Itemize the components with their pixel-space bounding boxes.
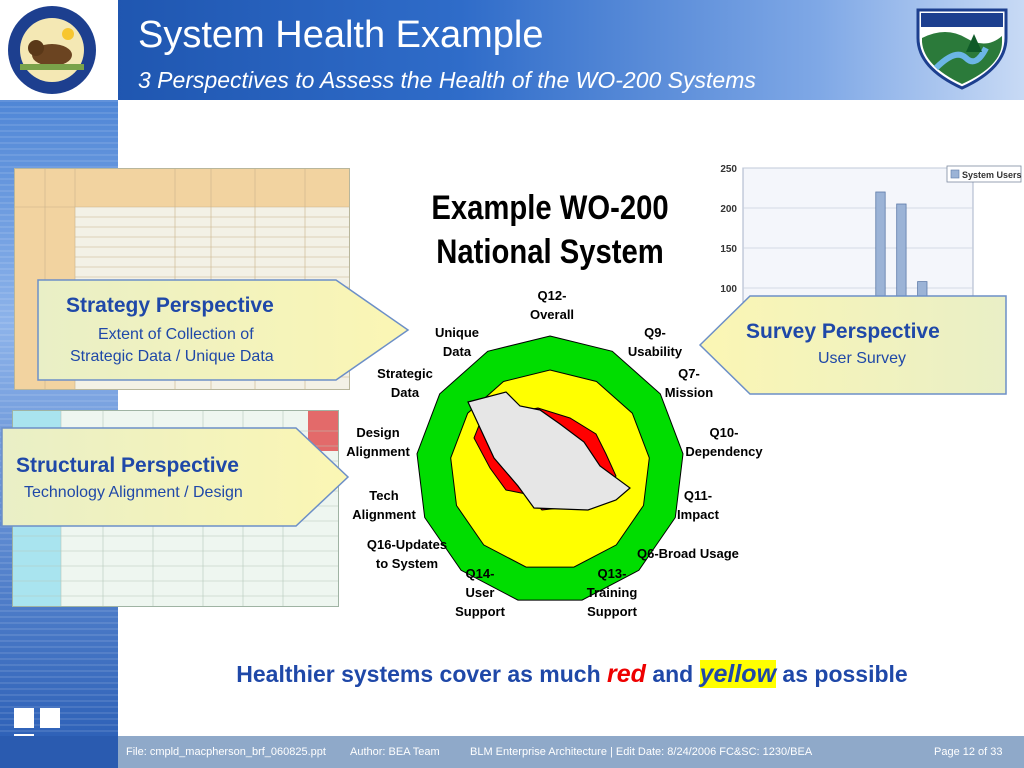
- footer-author: Author: BEA Team: [350, 746, 440, 758]
- key-message: Healthier systems cover as much red and …: [0, 660, 1024, 689]
- radar-label-q12: Q12-Overall: [529, 288, 575, 322]
- key-message-red: red: [607, 660, 646, 688]
- key-message-part3: as possible: [776, 661, 908, 687]
- radar-data-area: [467, 391, 631, 511]
- radar-title-line2: National System: [436, 233, 664, 271]
- bar-legend-swatch: [950, 169, 960, 179]
- radar-label-q10: Q10-Dependency: [685, 425, 763, 459]
- strategy-subline2: Strategic Data / Unique Data: [70, 348, 274, 365]
- structural-subline1: Technology Alignment / Design: [24, 484, 243, 501]
- footer-file: File: cmpld_macpherson_brf_060825.ppt: [126, 746, 326, 758]
- strategy-callout: Strategy Perspective Extent of Collectio…: [36, 278, 410, 382]
- bar-ytick-label: 200: [720, 204, 737, 215]
- strategy-heading: Strategy Perspective: [66, 294, 274, 317]
- radar-label-q9: Q9-Usability: [627, 325, 683, 359]
- radar-title-line1: Example WO-200: [431, 189, 669, 227]
- radar-chart: [410, 330, 690, 610]
- bar-ytick-label: 250: [720, 164, 737, 175]
- page-title: System Health Example: [138, 14, 544, 56]
- bar-legend-label: System Users: [962, 170, 1022, 180]
- survey-callout: Survey Perspective User Survey: [698, 294, 1008, 396]
- key-message-part1: Healthier systems cover as much: [236, 661, 608, 687]
- key-message-yellow: yellow: [699, 660, 777, 688]
- radar-label-q7: Q7-Mission: [664, 366, 714, 400]
- bar-legend-box: [946, 165, 1022, 183]
- footer-left-block: [0, 736, 118, 768]
- radar-label-q6: Q6-Broad Usage: [637, 546, 739, 561]
- footer-page: Page 12 of 33: [934, 746, 1003, 758]
- page-subtitle: 3 Perspectives to Assess the Health of t…: [138, 67, 756, 93]
- doi-seal-container: [0, 0, 118, 100]
- key-message-part2: and: [645, 661, 700, 687]
- header-band: [0, 0, 1024, 100]
- structural-callout: Structural Perspective Technology Alignm…: [0, 426, 350, 528]
- strategy-subline1: Extent of Collection of: [98, 326, 254, 343]
- radar-chart-title: Example WO-200 National System: [404, 186, 696, 274]
- structural-heading: Structural Perspective: [16, 454, 239, 477]
- bar-ytick-label: 150: [720, 244, 737, 255]
- footer-bar: [118, 736, 1024, 768]
- survey-heading: Survey Perspective: [746, 320, 940, 343]
- blm-logo-icon: [916, 8, 1008, 95]
- survey-subline1: User Survey: [818, 350, 907, 367]
- footer-meta: BLM Enterprise Architecture | Edit Date:…: [470, 746, 813, 758]
- bar-ytick-label: 100: [720, 284, 737, 295]
- radar-label-q11: Q11-Impact: [677, 488, 719, 522]
- doi-seal-icon: [8, 6, 96, 94]
